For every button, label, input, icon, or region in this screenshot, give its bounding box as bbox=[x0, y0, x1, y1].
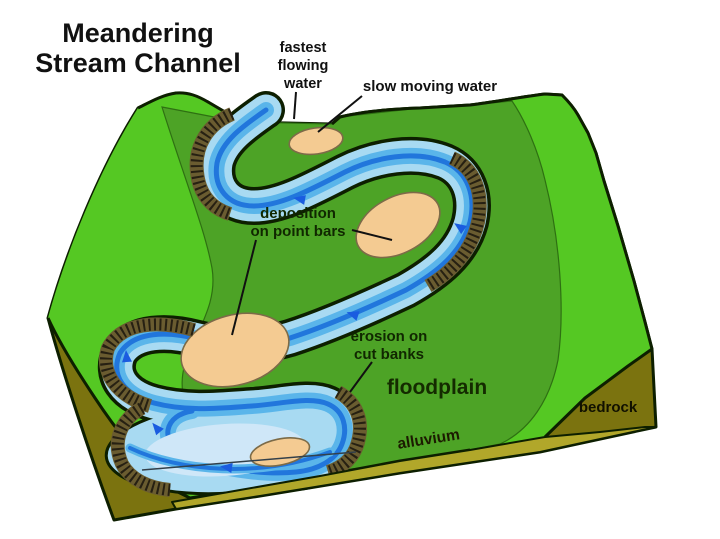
label-fastest-line2: flowing bbox=[278, 58, 329, 74]
point-bar-top bbox=[288, 126, 344, 156]
cut-bank-top-left bbox=[189, 107, 236, 221]
point-bars bbox=[180, 126, 441, 467]
cut-bank-erosion bbox=[325, 385, 367, 479]
pointer-lines bbox=[231, 91, 393, 393]
point-bar-left bbox=[180, 312, 290, 388]
label-deposition-line1: deposition bbox=[260, 205, 336, 222]
pointer-slow bbox=[317, 95, 363, 133]
alluvium-band bbox=[171, 426, 657, 510]
label-deposition-line2: on point bars bbox=[251, 223, 346, 240]
pool-south-thread bbox=[128, 446, 332, 471]
label-fastest-line3: water bbox=[283, 76, 322, 92]
pointer-deposition-left bbox=[231, 239, 257, 336]
flow-arrow-icon bbox=[220, 463, 233, 473]
cut-bank-pool bbox=[110, 401, 171, 497]
label-slow: slow moving water bbox=[363, 78, 497, 95]
pointer-erosion bbox=[349, 361, 373, 393]
pointer-fastest bbox=[293, 91, 297, 120]
diagram-title-line1: Meandering bbox=[62, 18, 214, 48]
flow-arrows bbox=[122, 195, 467, 473]
label-erosion-line2: cut banks bbox=[354, 346, 424, 363]
label-floodplain: floodplain bbox=[387, 376, 487, 399]
flow-arrow-icon bbox=[152, 422, 164, 436]
cut-bank-right bbox=[424, 151, 487, 293]
label-erosion-line1: erosion on bbox=[351, 328, 428, 345]
point-bar-right bbox=[355, 191, 441, 259]
diagram-title-line2: Stream Channel bbox=[35, 48, 241, 78]
cut-bank-left bbox=[99, 317, 196, 413]
flow-arrow-icon bbox=[122, 350, 132, 363]
cut-banks bbox=[99, 107, 487, 497]
pointer-deposition-right bbox=[351, 229, 393, 241]
flow-arrow-icon bbox=[346, 311, 360, 321]
label-fastest-line1: fastest bbox=[280, 40, 327, 56]
flow-arrow-icon bbox=[293, 195, 306, 205]
block-cut-line bbox=[141, 451, 357, 471]
flow-arrow-icon bbox=[454, 223, 467, 235]
label-bedrock: bedrock bbox=[579, 399, 638, 416]
